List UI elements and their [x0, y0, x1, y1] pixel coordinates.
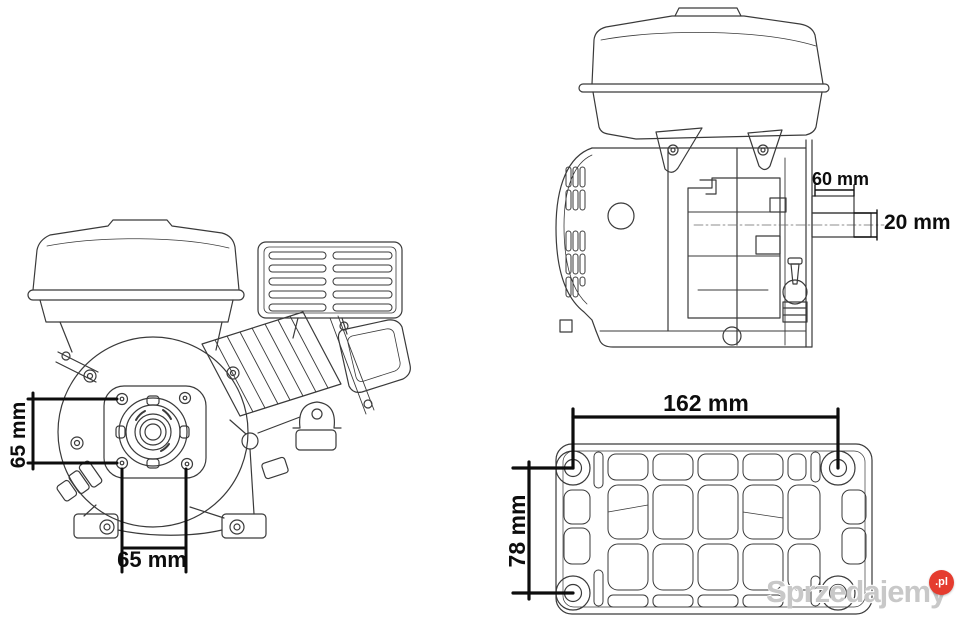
plate-rib-pattern: [563, 451, 867, 608]
tank-mount-brackets: [655, 127, 783, 173]
front-bolt-holes: [115, 391, 194, 471]
mounting-plate-outline: [555, 443, 873, 615]
crankcase-face: [57, 336, 249, 528]
valve-cover: [329, 315, 411, 415]
crankcase-rim-details: [55, 351, 240, 502]
mounting-base-view: [511, 407, 873, 615]
crankshaft-center-hole: [144, 423, 162, 441]
dim-label-bolt-spacing-horizontal: 65 mm: [117, 547, 187, 572]
engine-side-view: [555, 7, 885, 348]
fuel-tank-front: [27, 219, 245, 353]
base-dimension-lines: [511, 407, 840, 601]
drain-plug: [722, 326, 742, 346]
engine-front-view: [26, 219, 411, 574]
fuel-valve: [782, 257, 808, 323]
engine-body-side: [559, 139, 885, 348]
recoil-starter-grip: [56, 460, 103, 502]
dim-label-shaft-length: 60 mm: [812, 169, 870, 189]
dim-label-mount-width: 162 mm: [663, 390, 749, 416]
vent-slots: [565, 166, 586, 298]
carburetor-front: [229, 401, 342, 515]
watermark-pl-badge: .pl: [929, 570, 954, 595]
dim-label-bolt-spacing-vertical: 65 mm: [7, 401, 30, 469]
watermark: Sprzedajemy .pl: [760, 570, 960, 618]
watermark-text: Sprzedajemy: [766, 574, 947, 609]
fuel-tank-side: [578, 7, 830, 140]
dim-label-shaft-diameter: 20 mm: [884, 211, 951, 234]
dim-label-mount-depth: 78 mm: [504, 494, 530, 568]
pto-shaft: [811, 195, 872, 238]
cylinder-fins: [201, 311, 342, 417]
shaft-dimension-lines: [814, 184, 878, 241]
recoil-starter-cover: [555, 147, 669, 332]
front-dimension-lines: [26, 391, 188, 574]
engine-feet: [73, 504, 267, 539]
